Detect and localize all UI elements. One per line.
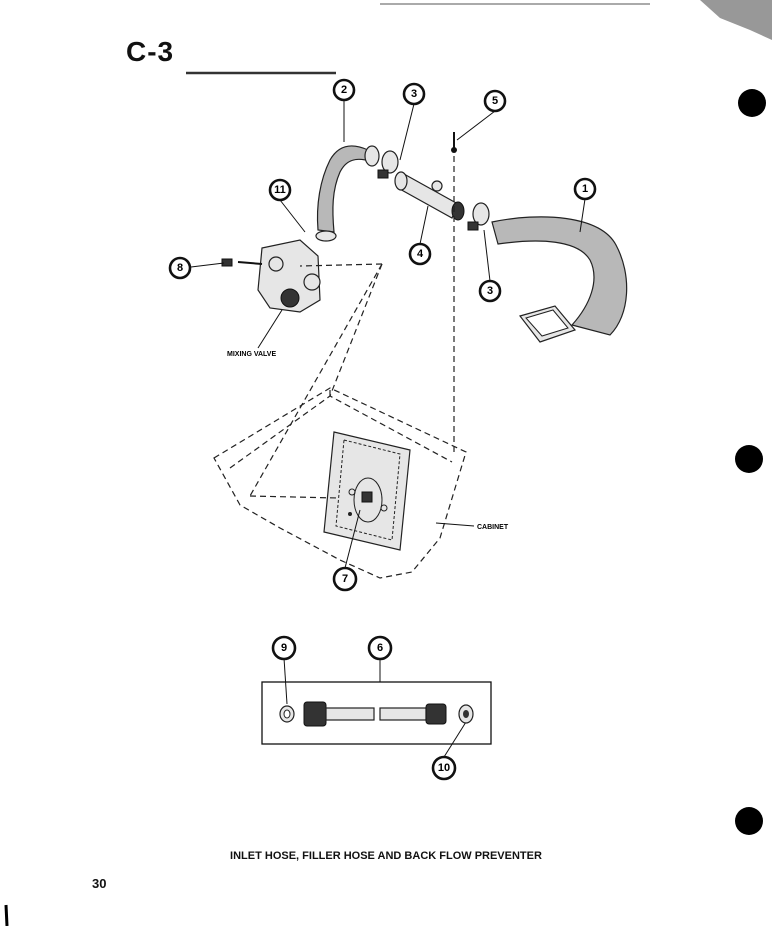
page-id: C-3 [126, 36, 175, 67]
binder-hole [735, 807, 763, 835]
svg-text:7: 7 [342, 573, 348, 585]
callout-9: 9 [271, 635, 297, 661]
svg-text:5: 5 [492, 95, 498, 107]
mixing-valve-label: MIXING VALVE [227, 351, 276, 358]
callout-3: 3 [478, 279, 502, 303]
hose-clamp-lower [467, 202, 490, 231]
cabinet-label: CABINET [477, 524, 509, 531]
page-number: 30 [92, 876, 107, 891]
svg-text:11: 11 [274, 184, 286, 196]
svg-text:1: 1 [582, 183, 588, 195]
svg-text:10: 10 [438, 762, 450, 774]
callout-8: 8 [168, 256, 192, 280]
screw [451, 132, 457, 153]
svg-text:2: 2 [341, 84, 347, 96]
cabinet-outline [213, 387, 467, 579]
hose-clamp-upper [377, 150, 399, 179]
svg-text:8: 8 [177, 262, 183, 274]
binder-hole [735, 445, 763, 473]
svg-text:3: 3 [411, 88, 417, 100]
fill-hose-large [491, 216, 628, 343]
callout-7: 7 [332, 566, 358, 592]
svg-text:3: 3 [487, 285, 493, 297]
back-flow-preventer [394, 171, 465, 221]
mixing-valve [221, 239, 321, 313]
callout-10: 10 [431, 755, 457, 781]
callout-5: 5 [483, 89, 507, 113]
binder-hole [738, 89, 766, 117]
filler-hose-small [315, 145, 380, 242]
callout-11: 11 [268, 178, 292, 202]
callout-4: 4 [408, 242, 432, 266]
scan-artifacts [4, 0, 772, 926]
callout-3: 3 [402, 82, 426, 106]
svg-text:9: 9 [281, 642, 287, 654]
svg-text:4: 4 [417, 248, 424, 260]
leader-lines [190, 100, 586, 569]
svg-text:6: 6 [377, 642, 383, 654]
inlet-hose-inset [261, 657, 492, 758]
assembly-guides [249, 156, 455, 499]
callout-1: 1 [573, 177, 597, 201]
callout-2: 2 [332, 78, 356, 102]
figure-caption: INLET HOSE, FILLER HOSE AND BACK FLOW PR… [230, 850, 542, 862]
callout-6: 6 [367, 635, 393, 661]
